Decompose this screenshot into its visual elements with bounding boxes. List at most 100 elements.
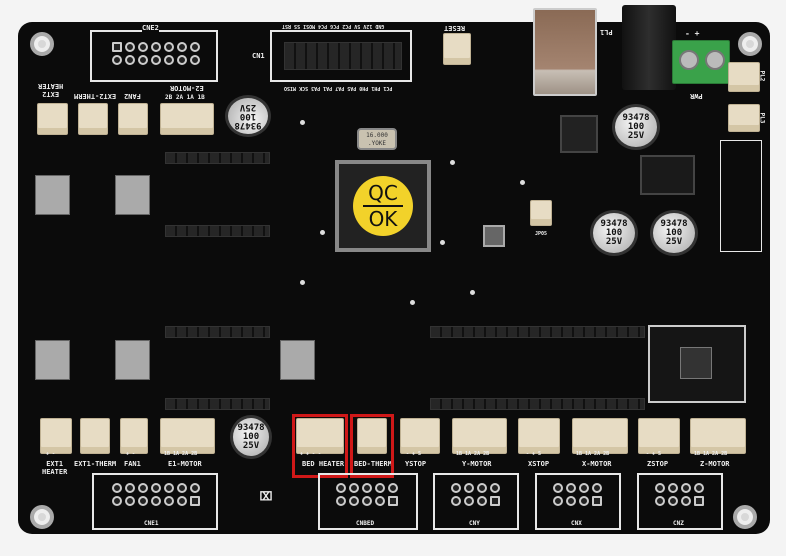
fan1-label: FAN1 [124, 460, 141, 468]
pl3-label: PL3 [758, 112, 766, 124]
pin-grid [655, 483, 704, 506]
dc-power-jack[interactable] [622, 5, 676, 90]
qc-ok-sticker: QC OK [353, 176, 413, 236]
pl2-label: PL2 [758, 70, 766, 82]
reset-connector[interactable] [443, 33, 471, 65]
z-motor-pins: 1B 1A 2A 2B [694, 451, 728, 457]
connector-ext1-therm[interactable] [80, 418, 110, 454]
connector-x-motor[interactable] [572, 418, 628, 454]
via [320, 230, 325, 235]
pin-grid [553, 483, 602, 506]
connector-e2-motor[interactable] [160, 103, 214, 135]
header-cnz: CNZ [637, 473, 723, 530]
weee-bin-icon: ⌧ [258, 482, 274, 510]
ext1-therm-label: EXT1-THERM [74, 460, 117, 468]
header-cne2: CNE2 [90, 24, 218, 82]
z-motor-label: Z-MOTOR [700, 460, 730, 468]
zstop-pins: - + S [646, 451, 662, 457]
crystal-oscillator: 16.000.YOKE [357, 128, 397, 150]
ext1-heater-label: EXT1 HEATER [42, 460, 68, 476]
via [450, 160, 455, 165]
xstop-label: XSTOP [528, 460, 550, 468]
reset-button[interactable] [483, 225, 505, 247]
jumper-label: JP05 [535, 231, 548, 237]
zstop-label: ZSTOP [647, 460, 669, 468]
connector-y-motor[interactable] [452, 418, 507, 454]
cn1-top-text: GND 12V 5V PC2 PC6 PC4 MOSI SS RST [282, 23, 385, 29]
connector-z-motor[interactable] [690, 418, 746, 454]
x-motor-pins: 1B 1A 2A 2B [576, 451, 610, 457]
via [520, 180, 525, 185]
connector-zstop[interactable] [638, 418, 680, 454]
connector-ext1-heater[interactable] [40, 418, 72, 454]
connector-ext2-therm[interactable] [78, 103, 108, 135]
pwr-label: PWR [690, 92, 703, 100]
header-expansion [720, 140, 762, 252]
mosfet [35, 340, 70, 380]
via [440, 240, 445, 245]
connector-fan2[interactable] [118, 103, 148, 135]
highlight-bed-therm [350, 414, 394, 478]
x-motor-label: X-MOTOR [582, 460, 612, 468]
microcontroller-chip: QC OK [335, 160, 431, 252]
connector-fan1[interactable] [120, 418, 148, 454]
connector-xstop[interactable] [518, 418, 560, 454]
via [300, 280, 305, 285]
usb-b-port[interactable] [533, 8, 597, 96]
header-cnbed: CNBED [318, 473, 418, 530]
usb-chip [560, 115, 598, 153]
header-cn1: CN1 [252, 30, 412, 82]
ext2-therm-label: EXT2-THERM [74, 92, 117, 100]
screw-icon [679, 50, 699, 70]
ext1-heater-pins: + - [46, 451, 56, 457]
xstop-pins: - + S [526, 451, 542, 457]
ystop-pins: - + S [406, 451, 422, 457]
power-terminal-block[interactable] [672, 40, 730, 84]
via [470, 290, 475, 295]
connector-bed-heater[interactable] [296, 418, 344, 454]
cn1-bottom-text: PC1 PH1 PH0 PA5 PA7 PA1 PA3 SCK MISO [284, 85, 393, 91]
header-cny: CNY [433, 473, 519, 530]
mosfet [280, 340, 315, 380]
mounting-hole [30, 505, 54, 529]
screw-icon [705, 50, 725, 70]
reset-label: RESET [444, 24, 466, 32]
mosfet [35, 175, 70, 215]
pwr-polarity: - + [685, 29, 700, 38]
stepper-driver-module [648, 325, 746, 403]
stepper-header [430, 398, 645, 410]
e2-motor-pins: 2B 2A 1A 1B [165, 94, 205, 101]
pin-grid [451, 483, 500, 506]
mosfet [115, 175, 150, 215]
stepper-header [165, 398, 270, 410]
mosfet [115, 340, 150, 380]
y-motor-label: Y-MOTOR [462, 460, 492, 468]
connector-ext2-heater[interactable] [37, 103, 68, 135]
stepper-header [165, 326, 270, 338]
connector-ystop[interactable] [400, 418, 440, 454]
mounting-hole [738, 32, 762, 56]
connector-pl3[interactable] [728, 104, 760, 132]
bed-therm-label: BED-THERM [354, 460, 392, 468]
voltage-regulator [640, 155, 695, 195]
connector-e1-motor[interactable] [160, 418, 215, 454]
jumper[interactable] [530, 200, 552, 226]
bed-heater-pins: + + - - [300, 451, 322, 457]
pin-grid [112, 42, 200, 65]
mounting-hole [30, 32, 54, 56]
fan2-label: FAN2 [124, 92, 141, 100]
stepper-header [165, 152, 270, 164]
pl1-label: PL1 [600, 28, 613, 36]
pin-grid [336, 483, 398, 506]
connector-pl2[interactable] [728, 62, 760, 92]
ystop-label: YSTOP [405, 460, 427, 468]
via [410, 300, 415, 305]
y-motor-pins: 1B 1A 2A 2B [456, 451, 490, 457]
via [300, 120, 305, 125]
e2-motor-label: E2-MOTOR [170, 84, 204, 92]
connector-bed-therm[interactable] [357, 418, 387, 454]
